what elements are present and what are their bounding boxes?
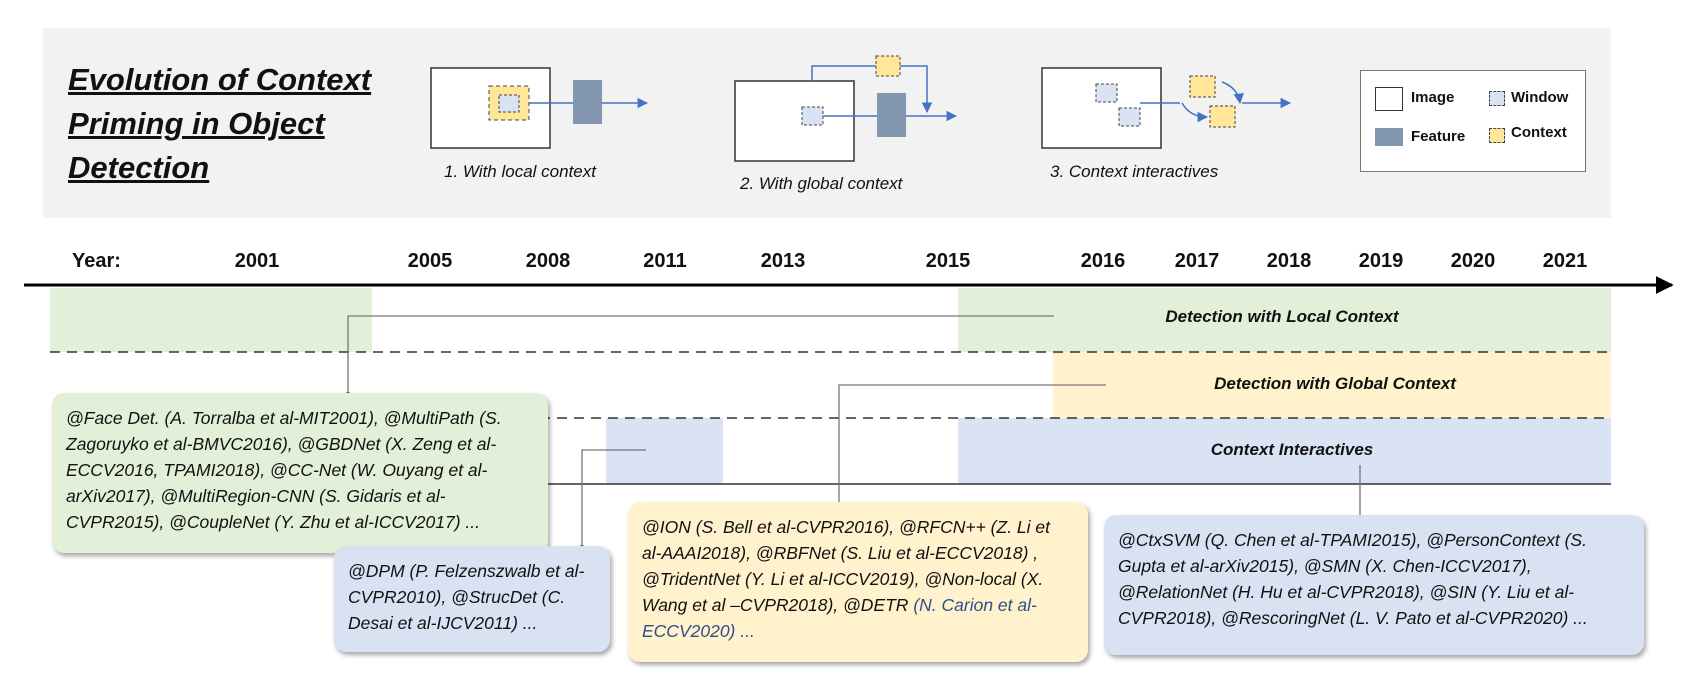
legend-feature-swatch	[1375, 128, 1403, 146]
year-2021: 2021	[1542, 250, 1588, 272]
legend-context-label: Context	[1511, 124, 1567, 141]
band-interactive-early	[606, 418, 723, 484]
caption-global-context: 2. With global context	[740, 174, 903, 193]
legend-feature-label: Feature	[1411, 128, 1466, 145]
band-local-late	[958, 288, 1611, 352]
ref-box-early-methods: @DPM (P. Felzenszwalb et al-CVPR2010), @…	[334, 546, 610, 652]
legend: Image Window Feature Context	[1360, 70, 1586, 172]
year-2005: 2005	[407, 250, 453, 272]
band-label-local: Detection with Local Context	[1165, 307, 1399, 326]
band-label-interactive: Context Interactives	[1210, 440, 1374, 459]
ref-box-local-context: @Face Det. (A. Torralba et al-MIT2001), …	[52, 393, 548, 553]
legend-window-swatch	[1489, 91, 1505, 106]
year-2017: 2017	[1174, 250, 1220, 272]
ref-box-context-interactives: @CtxSVM (Q. Chen et al-TPAMI2015), @Pers…	[1104, 515, 1644, 655]
band-label-global: Detection with Global Context	[1214, 374, 1456, 393]
year-2013: 2013	[760, 250, 806, 272]
diagram-title: Evolution of Context Priming in Object D…	[68, 62, 372, 185]
year-prefix: Year:	[72, 250, 121, 272]
connector-global	[838, 384, 1106, 517]
legend-window-label: Window	[1511, 89, 1569, 106]
year-2019: 2019	[1358, 250, 1404, 272]
connector-early	[581, 449, 646, 548]
year-2018: 2018	[1266, 250, 1312, 272]
band-local-early	[50, 288, 372, 352]
connector-local	[347, 315, 1054, 395]
year-2020: 2020	[1450, 250, 1496, 272]
context-interactives-icon	[1041, 67, 1292, 149]
legend-image-label: Image	[1411, 89, 1455, 106]
year-2008: 2008	[525, 250, 571, 272]
year-2001: 2001	[234, 250, 280, 272]
legend-context-swatch	[1489, 128, 1505, 143]
band-global	[1053, 352, 1611, 418]
ref-box-global-context: @ION (S. Bell et al-CVPR2016), @RFCN++ (…	[628, 502, 1088, 662]
year-2011: 2011	[643, 250, 687, 272]
caption-local-context: 1. With local context	[444, 162, 596, 181]
global-refs-tail: (N. Carion et al-ECCV2020) ...	[642, 595, 1037, 641]
local-context-icon	[430, 67, 649, 149]
band-interactive-late	[958, 418, 1611, 484]
year-2016: 2016	[1080, 250, 1126, 272]
caption-context-interactives: 3. Context interactives	[1050, 162, 1219, 181]
global-refs-main: @ION (S. Bell et al-CVPR2016), @RFCN++ (…	[642, 517, 1051, 615]
legend-image-swatch	[1375, 87, 1403, 111]
global-context-icon	[734, 55, 958, 162]
year-2015: 2015	[925, 250, 971, 272]
